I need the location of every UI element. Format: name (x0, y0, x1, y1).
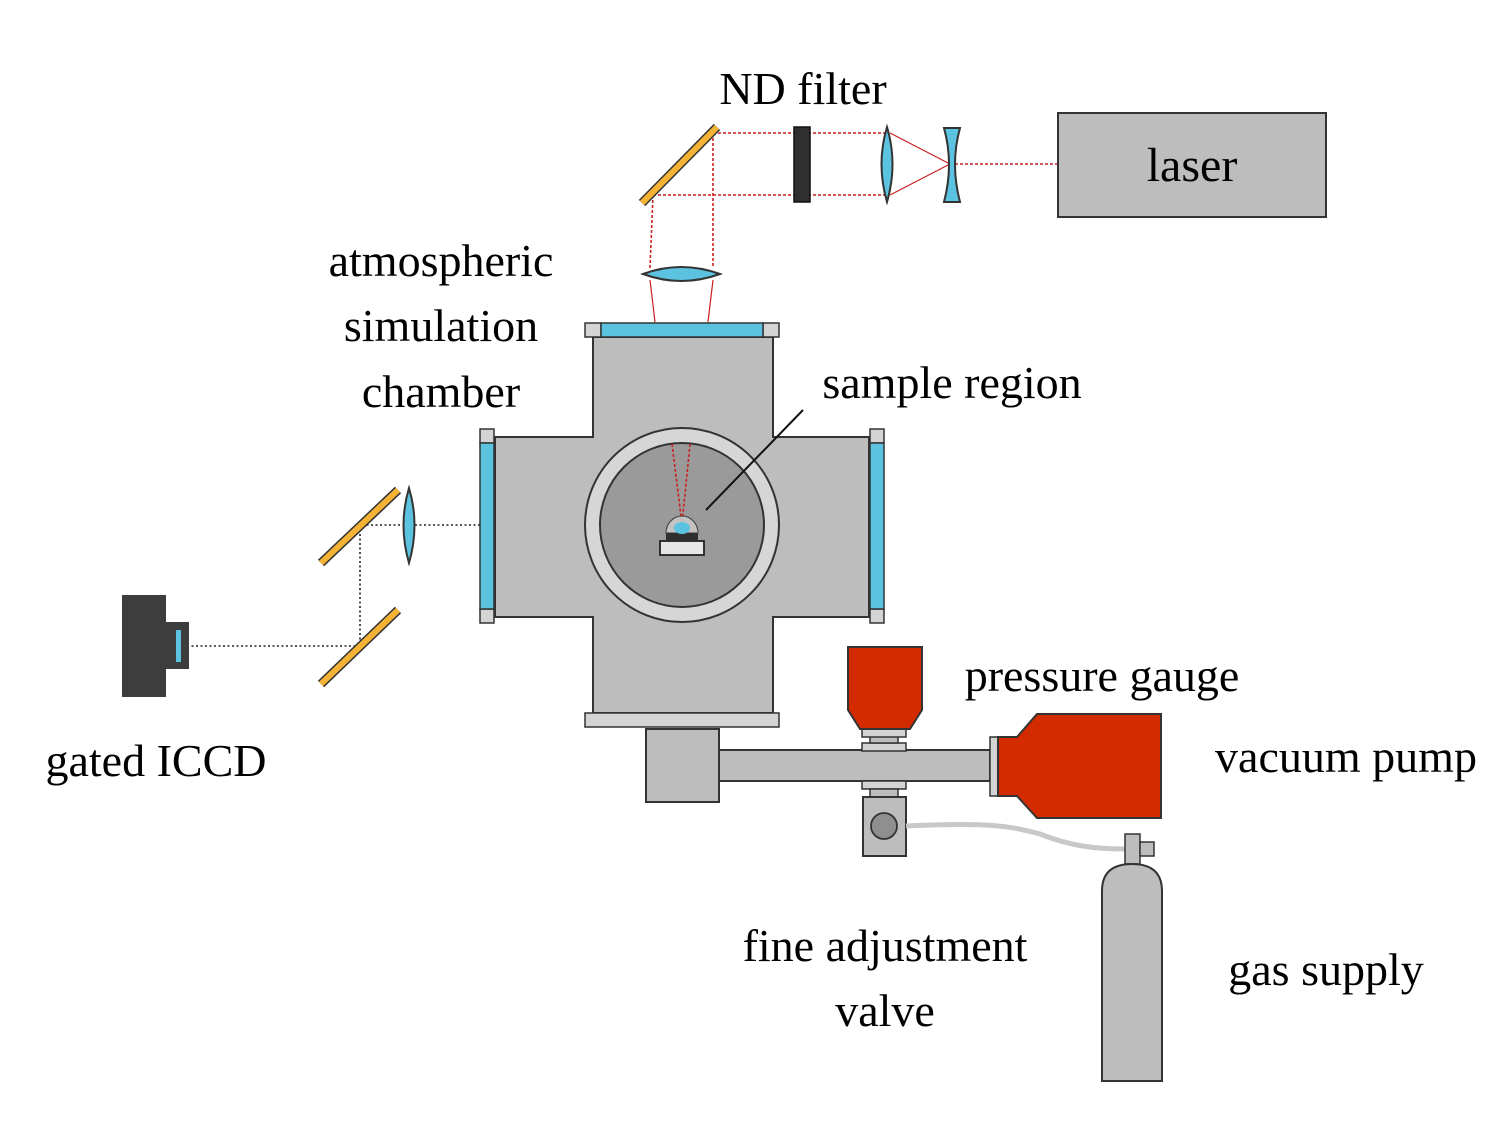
chamber-port-block (645, 728, 720, 803)
valve-label-line1: fine adjustment (743, 920, 1028, 971)
top-window (600, 322, 764, 338)
pressure-gauge (847, 646, 923, 730)
collection-mirror-upper (317, 486, 402, 567)
laser-box: laser (1057, 112, 1327, 218)
vacuum-line (645, 728, 991, 803)
convex-lens-expander (880, 123, 894, 206)
chamber-label-line3: chamber (362, 366, 520, 417)
nd-filter-label: ND filter (719, 63, 886, 114)
collection-mirror-lower (317, 606, 402, 688)
steering-mirror-top (638, 123, 721, 207)
concave-lens (942, 127, 962, 203)
laser-beam-path (649, 132, 1058, 323)
bottom-flange (584, 712, 780, 728)
chamber-label-line1: atmospheric (329, 235, 554, 286)
sample-region-pointer (705, 409, 804, 511)
sample (659, 515, 705, 556)
sample-region-label: sample region (822, 357, 1081, 408)
right-window (869, 442, 885, 610)
sample-holder (659, 540, 705, 556)
gas-supply-label: gas supply (1228, 944, 1424, 995)
focusing-lens (640, 266, 723, 282)
gated-iccd-camera (122, 595, 189, 697)
nd-filter (793, 126, 811, 203)
gas-supply-cylinder (1101, 833, 1163, 1082)
collection-lens (402, 484, 416, 567)
vacuum-pump-label: vacuum pump (1215, 731, 1477, 782)
camera-label: gated ICCD (45, 735, 266, 786)
collection-light-path (190, 524, 480, 647)
gas-hose (905, 821, 1126, 852)
valve-label-line2: valve (835, 985, 935, 1036)
beam-in-chamber (671, 443, 691, 525)
pressure-gauge-label: pressure gauge (965, 650, 1240, 701)
vacuum-tube (718, 749, 991, 782)
laser-label: laser (1147, 139, 1238, 192)
left-window (479, 442, 495, 610)
vacuum-pump (989, 713, 1162, 819)
chamber-label-line2: simulation (344, 300, 538, 351)
fine-adjustment-valve (862, 796, 907, 857)
